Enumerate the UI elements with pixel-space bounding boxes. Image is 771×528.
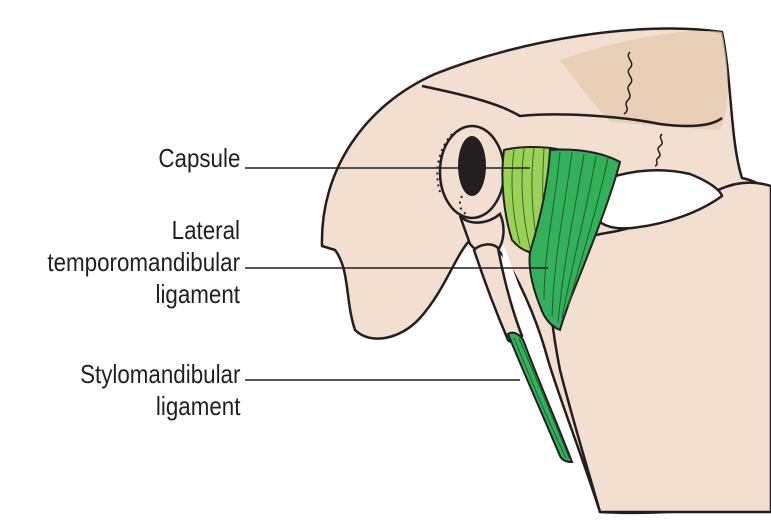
stylomandibular-label-line-2: ligament (80, 390, 240, 422)
lateral-ligament-label-line-1: Lateral (47, 214, 240, 246)
stylomandibular-label-line-1: Stylomandibular (80, 358, 240, 390)
lateral-ligament-label-line-3: ligament (47, 278, 240, 310)
stylomandibular-ligament-label: Stylomandibular ligament (80, 358, 240, 422)
external-acoustic-meatus (458, 136, 486, 196)
capsule-label-line-1: Capsule (158, 142, 240, 174)
capsule-label: Capsule (158, 142, 240, 174)
lateral-ligament-label-line-2: temporomandibular (47, 246, 240, 278)
lateral-temporomandibular-ligament-label: Lateral temporomandibular ligament (47, 214, 240, 310)
